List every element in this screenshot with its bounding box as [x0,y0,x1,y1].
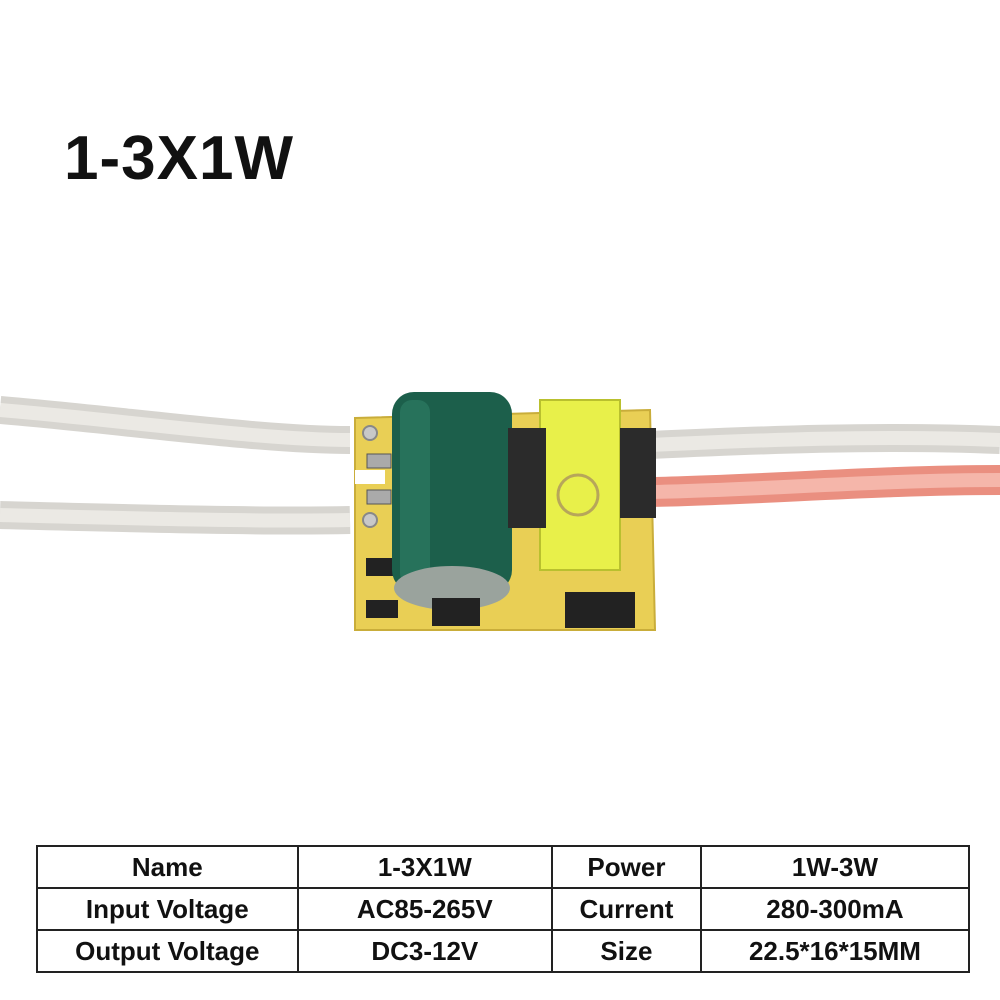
spec-label: Power [550,845,702,889]
spec-value: 22.5*16*15MM [699,929,971,973]
table-row: Input Voltage AC85-265V Current 280-300m… [36,887,971,931]
spec-label: Name [36,845,299,889]
spec-value: 1W-3W [699,845,971,889]
product-title: 1-3X1W [64,124,294,193]
ic-chip [565,592,635,628]
spec-value: 1-3X1W [296,845,553,889]
spec-table: Name 1-3X1W Power 1W-3W Input Voltage AC… [36,845,971,973]
table-row: Name 1-3X1W Power 1W-3W [36,845,971,889]
spec-label: Input Voltage [36,887,299,931]
transformer [539,399,621,571]
led-driver-photo [0,392,1000,631]
spec-label: Output Voltage [36,929,299,973]
spec-label: Size [550,929,702,973]
table-row: Output Voltage DC3-12V Size 22.5*16*15MM [36,929,971,973]
spec-value: DC3-12V [296,929,553,973]
spec-label: Current [550,887,702,931]
spec-value: AC85-265V [296,887,553,931]
spec-value: 280-300mA [699,887,971,931]
